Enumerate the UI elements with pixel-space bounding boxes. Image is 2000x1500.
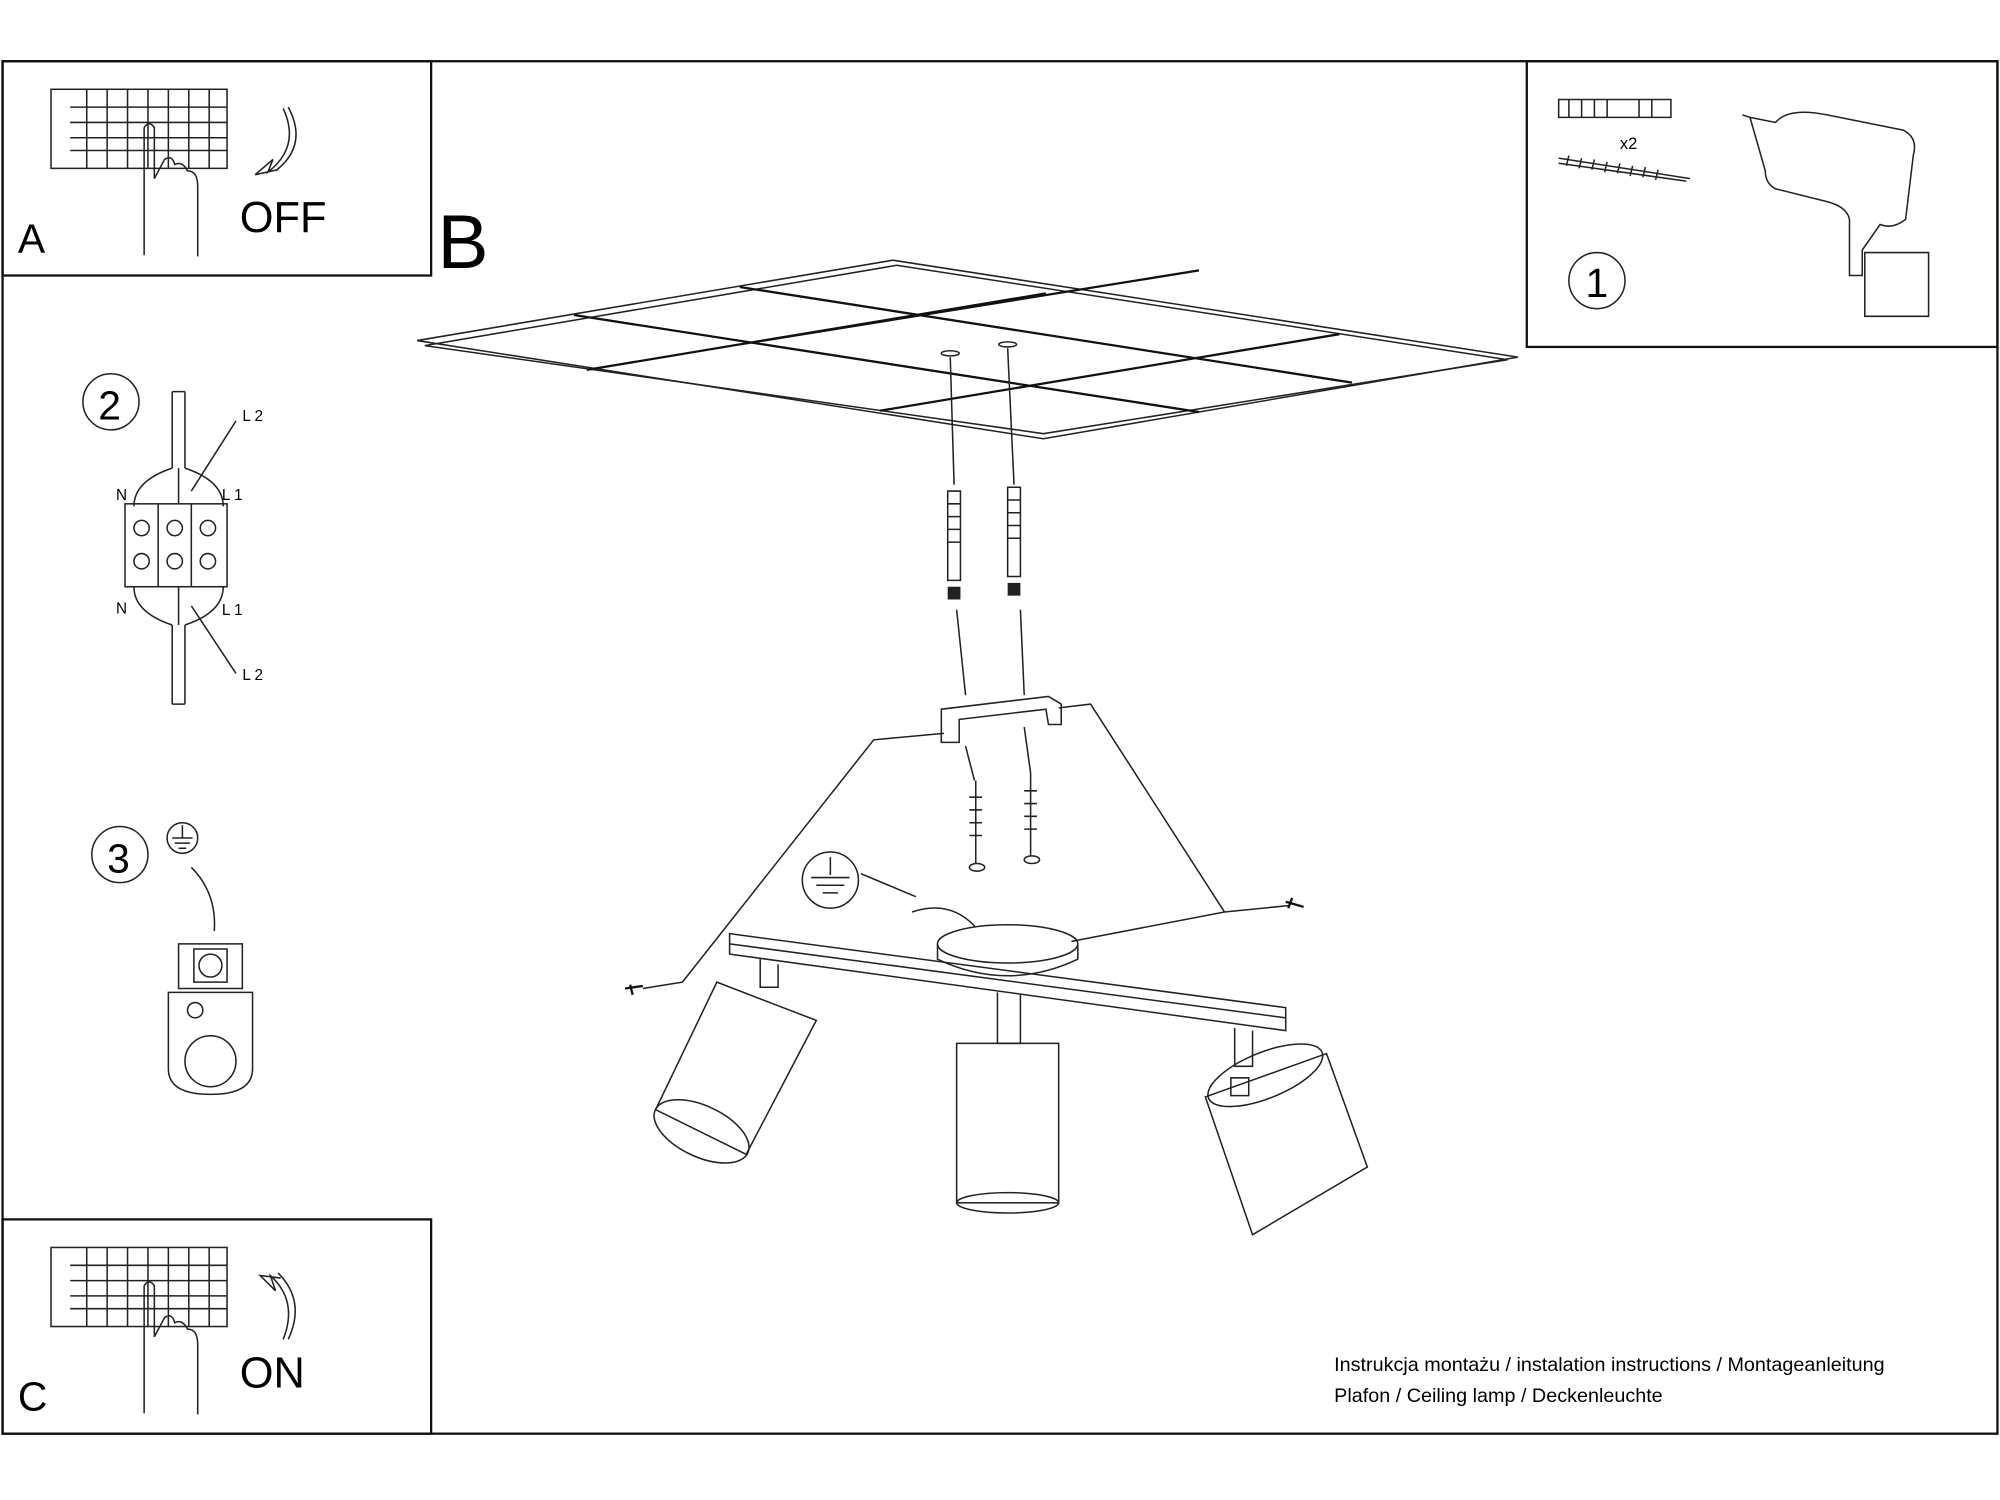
label-l1-top: L 1 [222,487,243,504]
arrow-up-icon [258,1272,296,1340]
mounting-bracket [940,695,1062,744]
ceiling-lamp-assembly [416,259,1518,1236]
panel-c-on: C ON [1,1218,433,1435]
wall-plug-icon [1557,98,1672,119]
drill-icon [1742,111,1930,318]
outer-frame [1,60,1999,1435]
step-1-panel: x2 1 [1525,60,1999,349]
screw-icon [624,984,644,996]
panel-c-letter: C [18,1374,47,1420]
label-l2-bottom: L 2 [242,667,263,684]
terminal-block-icon [124,503,228,588]
label-l2-top: L 2 [242,408,263,425]
lamp-bar [728,932,1287,1032]
step-2-number: 2 [98,383,121,429]
step-3-number: 3 [107,835,130,881]
spotlight-left [653,959,818,1164]
footer-line-1: Instrukcja montażu / instalation instruc… [1334,1354,1884,1376]
screw-icon [968,772,1041,872]
step-2-wiring: 2 L 2 N L 1 N L 1 L 2 [82,372,263,705]
hand-pointing-icon [143,1281,199,1415]
breaker-panel-icon [50,88,228,170]
screw-icon [1285,897,1304,909]
step-2-badge [82,372,140,431]
step-1-number: 1 [1585,260,1608,306]
panel-a-state: OFF [240,194,327,242]
spotlight-center [955,992,1060,1214]
arrow-down-icon [254,106,297,176]
panel-b-letter: B [438,200,489,285]
label-n-top: N [116,487,127,504]
earth-clamp-icon [167,943,254,1096]
step-3-earth: 3 [91,821,254,1096]
ceiling-plane [416,259,1518,440]
step-1-quantity: x2 [1620,134,1638,153]
footer-line-2: Plafon / Ceiling lamp / Deckenleuchte [1334,1385,1663,1407]
ground-symbol-icon [801,851,860,909]
step-3-badge [91,825,149,884]
label-n-bottom: N [116,601,127,618]
panel-c-state: ON [240,1350,305,1398]
step-1-badge [1568,251,1626,310]
canopy [936,923,1079,964]
screw-icon [1558,155,1691,182]
spotlight-right [1204,1028,1369,1236]
panel-a-off: A OFF [1,60,433,277]
panel-a-letter: A [18,216,46,262]
breaker-panel-icon [50,1246,228,1328]
cable-icon [171,390,186,705]
label-l1-bottom: L 1 [222,602,243,619]
wires-icon [133,467,224,626]
hand-pointing-icon [143,122,199,257]
ground-symbol-icon [166,821,199,855]
wall-plug-icon [946,486,1022,600]
